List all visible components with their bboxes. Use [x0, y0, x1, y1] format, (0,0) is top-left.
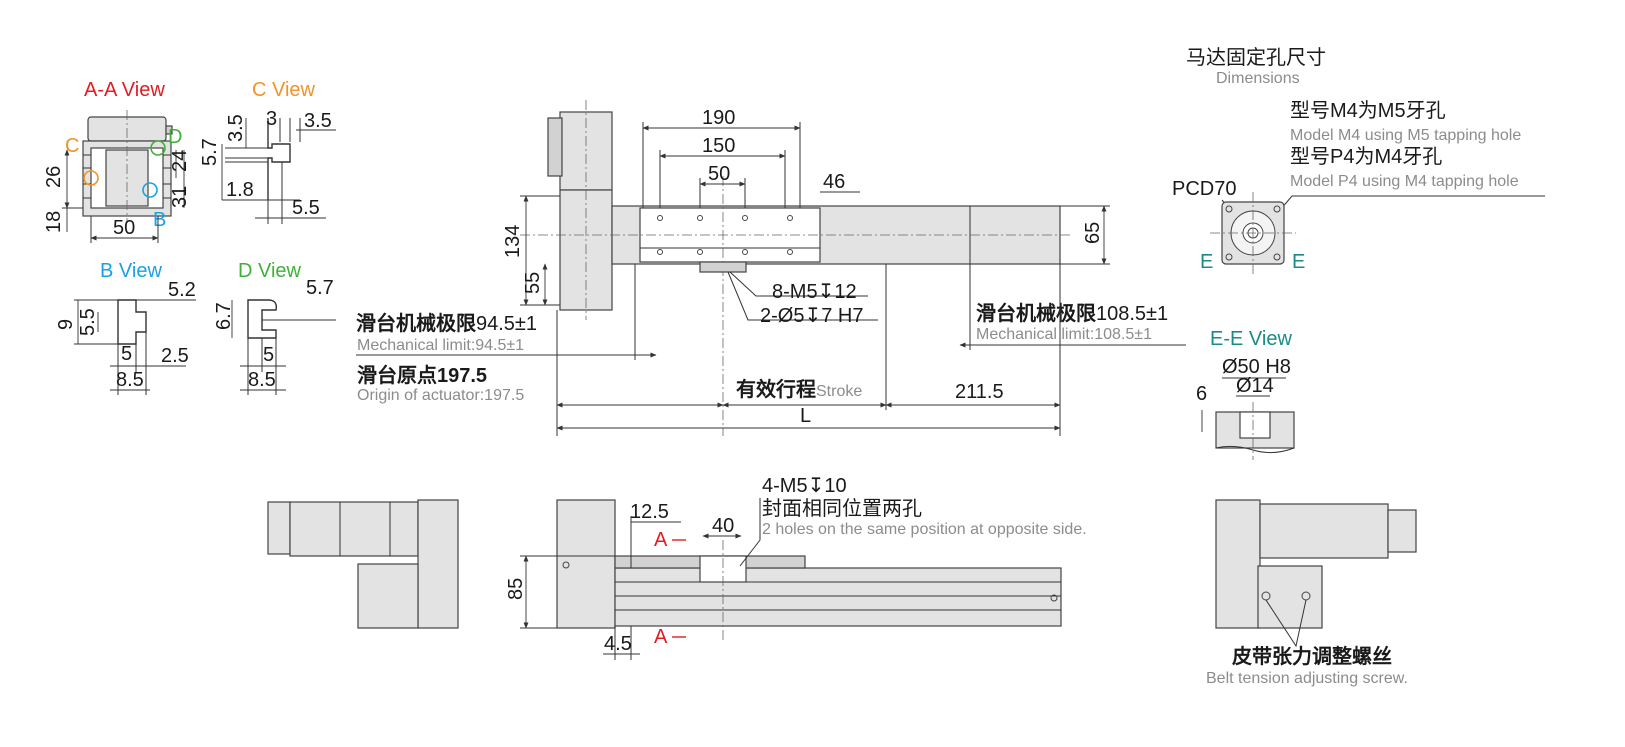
- d-dim-5: 5: [263, 344, 274, 366]
- dim-65: 65: [1082, 222, 1104, 244]
- right-side-view: 皮带张力调整螺丝 Belt tension adjusting screw.: [1206, 499, 1417, 687]
- e-left: E: [1200, 251, 1213, 273]
- marker-a-bottom: A: [654, 626, 668, 648]
- b-dim-5: 5: [121, 343, 132, 365]
- dim-46: 46: [823, 171, 845, 193]
- aa-dim-50: 50: [113, 217, 135, 239]
- side-view-left: [267, 499, 459, 629]
- b-dim-9: 9: [55, 319, 77, 330]
- dim-55: 55: [522, 272, 544, 294]
- ee-dim-50h8: Ø50 H8: [1222, 356, 1291, 378]
- mech-right-cn: 滑台机械极限108.5±1: [976, 301, 1168, 325]
- aa-view-title: A-A View: [84, 79, 165, 101]
- b-dim-8-5: 8.5: [116, 369, 144, 391]
- belt-cn: 皮带张力调整螺丝: [1232, 644, 1392, 668]
- ee-view-title: E-E View: [1210, 328, 1292, 350]
- motor-title-cn: 马达固定孔尺寸: [1186, 46, 1326, 69]
- d-view-title: D View: [238, 260, 302, 282]
- main-top-view: 190 150 50 46 134 55 65 8-M5↧12 2-Ø5↧7 H…: [356, 100, 1186, 436]
- b-view-title: B View: [100, 260, 162, 282]
- front-holes-spec: 4-M5↧10: [762, 475, 847, 497]
- mech-left-en: Mechanical limit:94.5±1: [357, 337, 524, 354]
- slider-holes: [657, 215, 793, 255]
- label-holes-d5: 2-Ø5↧7 H7: [760, 305, 863, 327]
- p4-en: Model P4 using M4 tapping hole: [1290, 173, 1519, 190]
- aa-dim-18: 18: [43, 211, 65, 233]
- c-dim-3-5b: 3.5: [304, 110, 332, 132]
- c-dim-1-8: 1.8: [226, 179, 254, 201]
- c-dim-5-5: 5.5: [292, 197, 320, 219]
- marker-a-top: A: [654, 529, 668, 551]
- c-dim-3: 3: [266, 108, 277, 130]
- dim-134: 134: [502, 225, 524, 258]
- dim-211-5: 211.5: [955, 381, 1004, 403]
- mech-right-en: Mechanical limit:108.5±1: [976, 326, 1152, 343]
- pcd-label: PCD70: [1172, 178, 1236, 200]
- d-dim-5-7: 5.7: [306, 277, 334, 299]
- origin-en: Origin of actuator:197.5: [357, 387, 524, 404]
- d-dim-6-7: 6.7: [213, 302, 235, 330]
- d-view: D View 5.7 6.7 5 8.5: [213, 260, 336, 395]
- stroke-label: 有效行程Stroke: [736, 377, 862, 401]
- dim-L: L: [800, 405, 811, 427]
- b-view: B View 5.2 9 5.5 5 2.5 8.5: [55, 260, 196, 395]
- marker-d: D: [168, 126, 182, 148]
- dim-190: 190: [702, 107, 735, 129]
- motor-dimensions: 马达固定孔尺寸 Dimensions 型号M4为M5牙孔 Model M4 us…: [1172, 46, 1545, 274]
- dim-150: 150: [702, 135, 735, 157]
- b-dim-5-2: 5.2: [168, 279, 196, 301]
- marker-b: B: [153, 209, 166, 231]
- front-dim-12-5: 12.5: [630, 501, 669, 523]
- mech-left-cn: 滑台机械极限94.5±1: [356, 311, 537, 335]
- ee-view: E-E View Ø50 H8 Ø14 6: [1196, 328, 1295, 460]
- b-dim-2-5: 2.5: [161, 345, 189, 367]
- b-dim-5-5: 5.5: [77, 308, 99, 336]
- c-view: C View 3.5 3 3.5 5.7 1.8 5.5: [199, 79, 336, 224]
- label-holes-m5: 8-M5↧12: [772, 281, 857, 303]
- front-holes-en: 2 holes on the same position at opposite…: [762, 521, 1087, 538]
- motor-title-en: Dimensions: [1216, 70, 1300, 87]
- front-dim-40: 40: [712, 515, 734, 537]
- ee-dim-14: Ø14: [1236, 375, 1274, 397]
- origin-cn: 滑台原点197.5: [357, 363, 487, 387]
- m4-cn: 型号M4为M5牙孔: [1290, 99, 1446, 122]
- aa-dim-26: 26: [43, 166, 65, 188]
- belt-en: Belt tension adjusting screw.: [1206, 670, 1408, 687]
- aa-dim-24: 24: [169, 150, 191, 172]
- d-dim-8-5: 8.5: [248, 369, 276, 391]
- dim-50-main: 50: [708, 163, 730, 185]
- e-right: E: [1292, 251, 1305, 273]
- front-dim-4-5: 4.5: [604, 633, 632, 655]
- front-dim-85: 85: [505, 578, 527, 600]
- front-holes-cn: 封面相同位置两孔: [762, 497, 922, 520]
- c-dim-5-7: 5.7: [199, 138, 221, 166]
- c-view-title: C View: [252, 79, 316, 101]
- m4-en: Model M4 using M5 tapping hole: [1290, 127, 1521, 144]
- p4-cn: 型号P4为M4牙孔: [1290, 145, 1442, 168]
- c-dim-3-5a: 3.5: [225, 114, 247, 142]
- aa-dim-31: 31: [169, 186, 191, 208]
- ee-dim-6: 6: [1196, 383, 1207, 405]
- aa-view: A-A View C D B 26 18 50 24 31: [43, 79, 191, 243]
- front-view: 4-M5↧10 封面相同位置两孔 2 holes on the same pos…: [505, 475, 1087, 660]
